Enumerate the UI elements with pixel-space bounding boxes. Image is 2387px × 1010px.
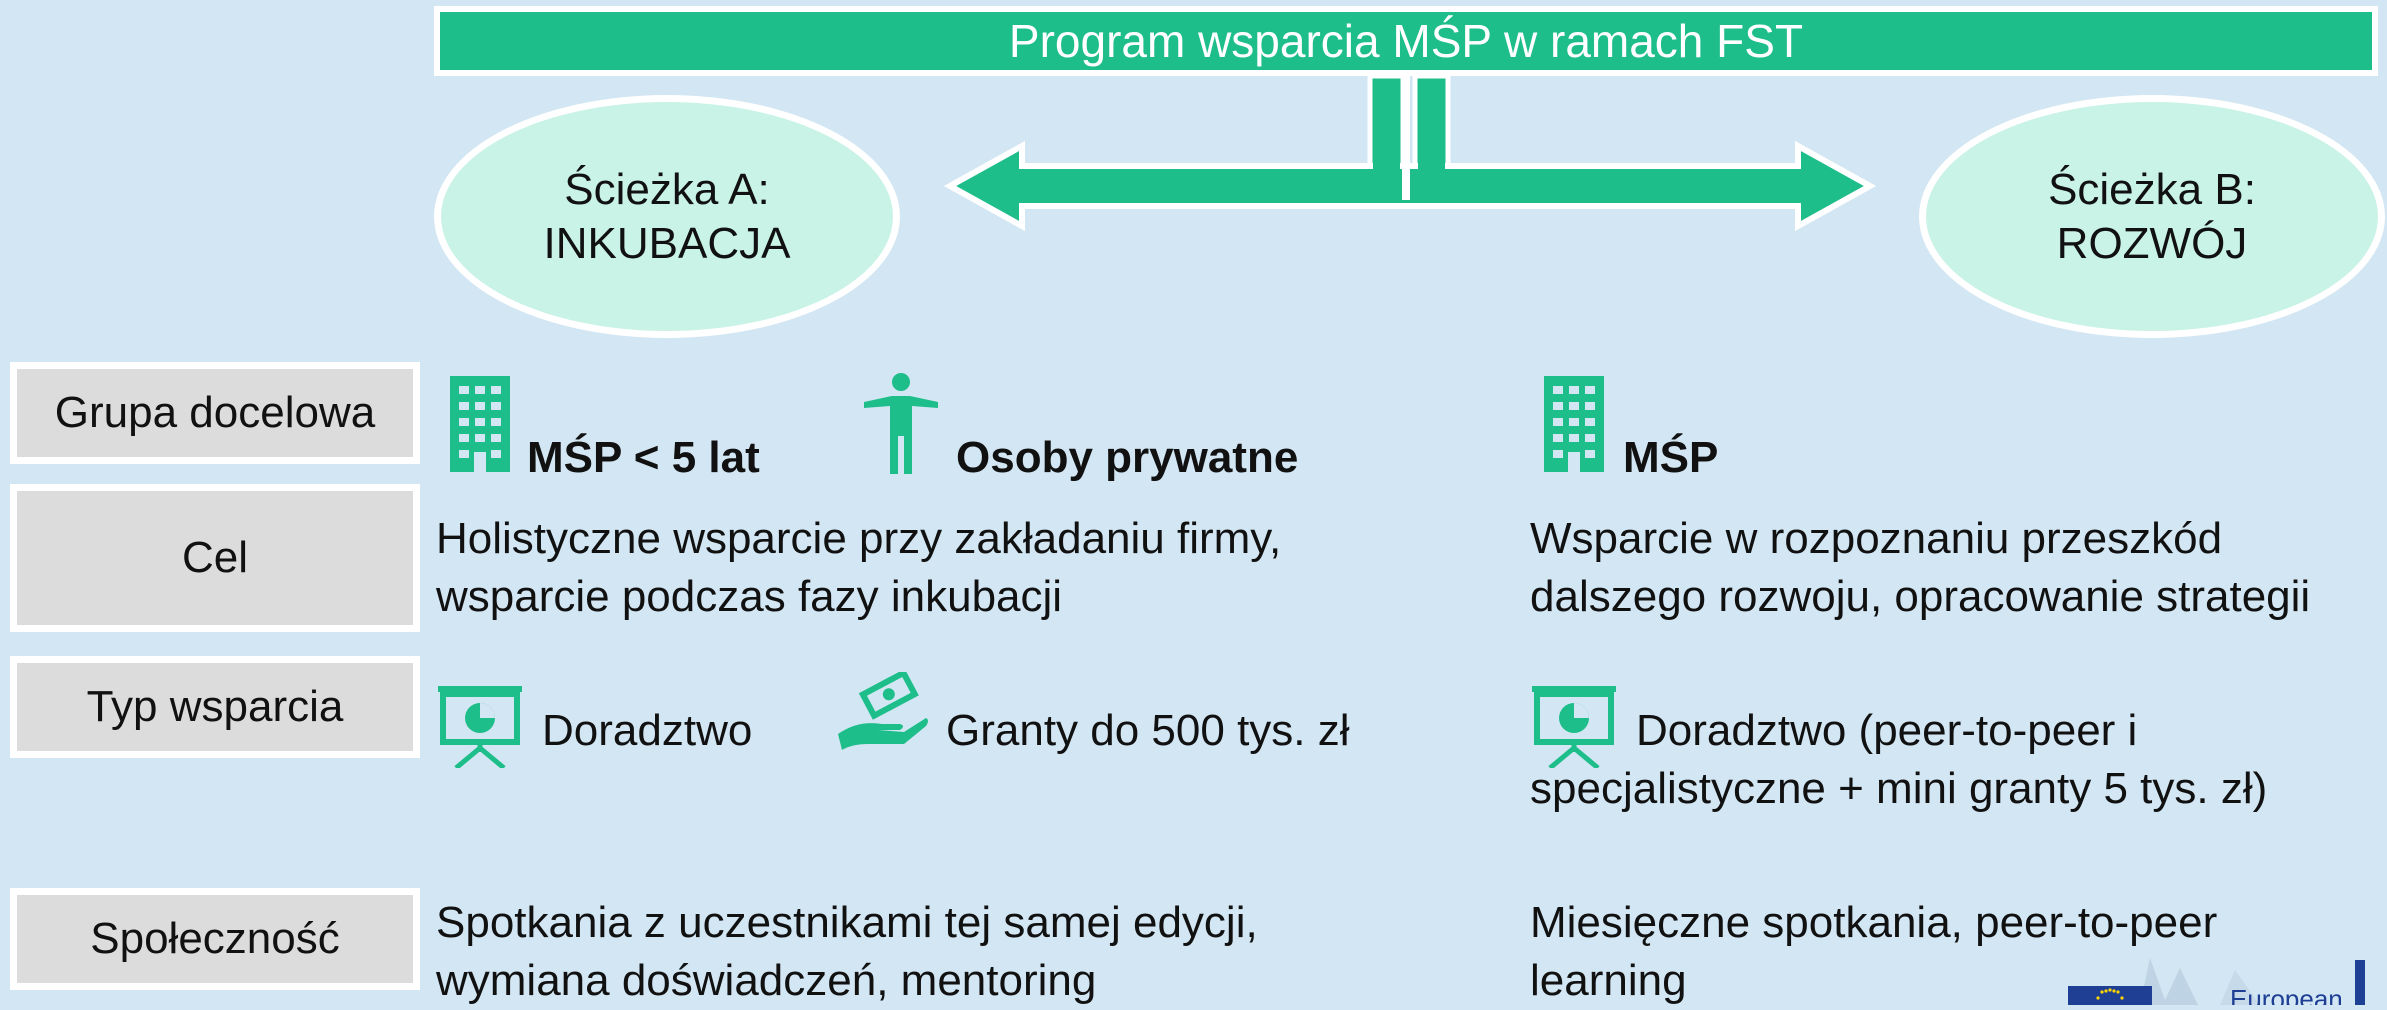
row-label-target: Grupa docelowa bbox=[10, 362, 420, 464]
goal-a-line2: wsparcie podczas fazy inkubacji bbox=[436, 572, 1063, 621]
building-icon bbox=[450, 376, 510, 472]
arrow-shape bbox=[943, 76, 1877, 232]
row-label-community: Społeczność bbox=[10, 888, 420, 990]
community-b-line2: learning bbox=[1530, 956, 1687, 1005]
money-hand-icon bbox=[838, 672, 928, 750]
goal-b-line1: Wsparcie w rozpoznaniu przeszkód bbox=[1530, 514, 2223, 563]
community-a-text: Spotkania z uczestnikami tej samej edycj… bbox=[436, 894, 1258, 1010]
building-icon bbox=[1544, 376, 1604, 472]
target-b-sme: MŚP bbox=[1623, 433, 1719, 482]
target-a-sme: MŚP < 5 lat bbox=[527, 433, 760, 482]
support-b-text: Doradztwo (peer-to-peer i specjalistyczn… bbox=[1530, 702, 2267, 818]
path-a-line1: Ścieżka A: bbox=[564, 164, 770, 214]
path-b-line2: ROZWÓJ bbox=[2056, 218, 2248, 268]
row-label-goal: Cel bbox=[10, 484, 420, 632]
goal-a-line1: Holistyczne wsparcie przy zakładaniu fir… bbox=[436, 514, 1282, 563]
community-a-line1: Spotkania z uczestnikami tej samej edycj… bbox=[436, 898, 1258, 947]
support-b-line2: specjalistyczne + mini granty 5 tys. zł) bbox=[1530, 764, 2268, 813]
branch-arrow bbox=[943, 76, 1877, 232]
support-a-advisory: Doradztwo bbox=[542, 706, 753, 755]
path-a-ellipse: Ścieżka A: INKUBACJA bbox=[434, 95, 900, 338]
goal-b-text: Wsparcie w rozpoznaniu przeszkód dalszeg… bbox=[1530, 510, 2310, 626]
community-a-line2: wymiana doświadczeń, mentoring bbox=[436, 956, 1097, 1005]
community-b-line1: Miesięczne spotkania, peer-to-peer bbox=[1530, 898, 2218, 947]
path-b-line1: Ścieżka B: bbox=[2048, 164, 2256, 214]
goal-a-text: Holistyczne wsparcie przy zakładaniu fir… bbox=[436, 510, 1281, 626]
presentation-chart-icon bbox=[1532, 686, 1616, 768]
eu-flag-icon bbox=[2068, 986, 2152, 1005]
eu-logo-text: European bbox=[2230, 984, 2343, 1005]
support-a-grants: Granty do 500 tys. zł bbox=[946, 706, 1350, 755]
presentation-chart-icon bbox=[438, 686, 522, 768]
goal-b-line2: dalszego rozwoju, opracowanie strategii bbox=[1530, 572, 2311, 621]
path-a-line2: INKUBACJA bbox=[543, 218, 791, 268]
eu-logo: European bbox=[2020, 940, 2387, 1005]
program-title: Program wsparcia MŚP w ramach FST bbox=[434, 6, 2378, 76]
target-a-private: Osoby prywatne bbox=[956, 433, 1299, 482]
community-b-text: Miesięczne spotkania, peer-to-peer learn… bbox=[1530, 894, 2217, 1010]
path-b-ellipse: Ścieżka B: ROZWÓJ bbox=[1919, 95, 2385, 338]
person-icon bbox=[862, 372, 940, 474]
row-label-support: Typ wsparcia bbox=[10, 656, 420, 758]
support-b-line1: Doradztwo (peer-to-peer i bbox=[1636, 706, 2138, 755]
